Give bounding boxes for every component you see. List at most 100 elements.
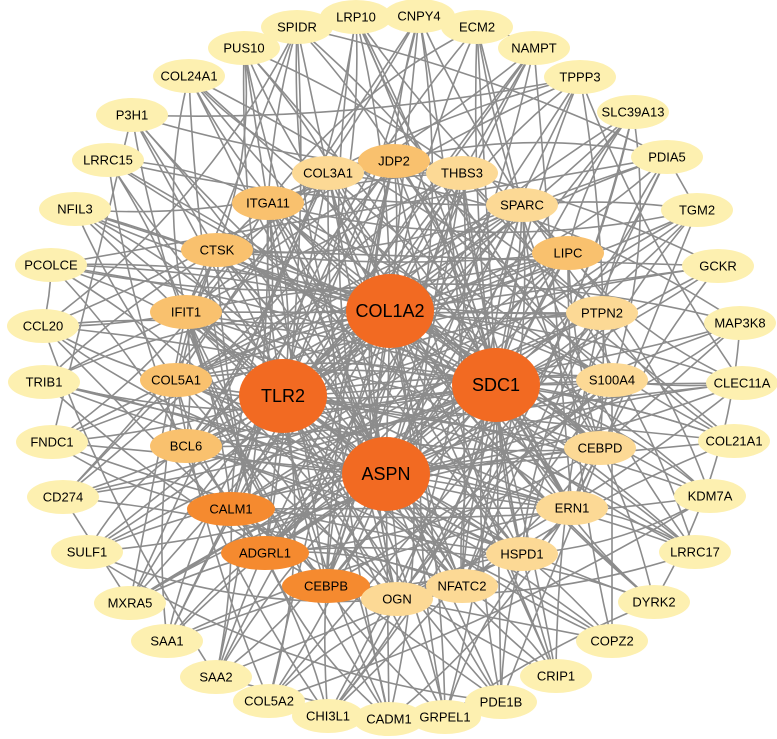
- edge: [393, 141, 668, 162]
- node-col1a2: COL1A2: [346, 274, 434, 348]
- edge: [418, 15, 603, 314]
- edge: [282, 111, 634, 397]
- node-ecm2: ECM2: [441, 10, 513, 44]
- node-tppp3: TPPP3: [544, 60, 616, 94]
- edge: [62, 384, 497, 498]
- node-ellipse: [674, 479, 746, 513]
- node-ellipse: [221, 536, 309, 570]
- edge: [43, 172, 463, 383]
- node-layer: COL1A2TLR2SDC1ASPNADGRL1CEBPBCALM1COL5A1…: [7, 0, 777, 736]
- node-label: THBS3: [441, 166, 483, 181]
- edge: [188, 75, 497, 386]
- edge: [296, 26, 497, 386]
- node-label: CD274: [43, 490, 83, 505]
- edge: [268, 160, 395, 702]
- node-spidr: SPIDR: [261, 10, 333, 44]
- node-label: COL3A1: [303, 166, 353, 181]
- edge: [172, 75, 190, 313]
- node-ellipse: [498, 31, 570, 65]
- edge: [74, 208, 177, 381]
- edge: [579, 76, 605, 449]
- node-label: PUS10: [223, 41, 264, 56]
- node-ellipse: [441, 10, 513, 44]
- node-trib1: TRIB1: [8, 365, 80, 399]
- edge: [393, 160, 557, 677]
- node-label: NFIL3: [57, 202, 92, 217]
- edge: [327, 172, 523, 555]
- node-label: DYRK2: [632, 595, 675, 610]
- edge: [474, 26, 523, 555]
- node-jdp2: JDP2: [358, 144, 430, 178]
- node-label: CADM1: [366, 712, 412, 727]
- edge: [282, 47, 535, 397]
- node-ifit1: IFIT1: [150, 295, 222, 329]
- node-ellipse: [320, 0, 392, 34]
- node-pde1b: PDE1B: [465, 685, 537, 719]
- edge: [86, 551, 502, 703]
- node-chi3l1: CHI3L1: [292, 699, 364, 733]
- node-label: NFATC2: [438, 579, 487, 594]
- node-tgm2: TGM2: [661, 193, 733, 227]
- node-label: ITGA11: [246, 196, 290, 211]
- edge: [355, 16, 557, 677]
- node-adgrl1: ADGRL1: [221, 536, 309, 570]
- node-nfil3: NFIL3: [39, 192, 111, 226]
- edge: [43, 249, 218, 383]
- edge: [327, 172, 390, 720]
- node-ellipse: [698, 424, 770, 458]
- node-label: COL5A1: [151, 373, 201, 388]
- node-ellipse: [51, 535, 123, 569]
- edge: [385, 209, 698, 475]
- edge: [42, 26, 298, 327]
- edge: [282, 209, 698, 397]
- node-label: SPARC: [500, 198, 544, 213]
- node-label: COL24A1: [160, 69, 217, 84]
- edge: [611, 111, 642, 381]
- node-col5a2: COL5A2: [233, 684, 305, 718]
- node-ellipse: [140, 363, 212, 397]
- node-label: CHI3L1: [306, 709, 350, 724]
- edge: [388, 447, 601, 720]
- node-ellipse: [233, 684, 305, 718]
- node-label: SLC39A13: [602, 105, 665, 120]
- node-ern1: ERN1: [536, 491, 608, 525]
- node-ellipse: [7, 309, 79, 343]
- node-grpel1: GRPEL1: [409, 700, 481, 734]
- edge: [282, 16, 358, 397]
- edge: [268, 312, 603, 702]
- node-label: CNPY4: [397, 9, 440, 24]
- node-label: GCKR: [699, 259, 737, 274]
- node-ptpn2: PTPN2: [566, 296, 638, 330]
- node-label: NAMPT: [511, 41, 557, 56]
- node-label: TPPP3: [559, 70, 600, 85]
- edge: [389, 310, 655, 603]
- node-hspd1: HSPD1: [486, 537, 558, 571]
- node-label: CRIP1: [537, 669, 575, 684]
- node-label: LRP10: [336, 10, 376, 25]
- node-label: ASPN: [361, 464, 410, 484]
- node-ellipse: [8, 365, 80, 399]
- edge: [131, 114, 327, 587]
- node-label: PDIA5: [648, 150, 686, 165]
- edge: [107, 159, 523, 206]
- node-label: GRPEL1: [419, 710, 470, 725]
- node-label: IFIT1: [171, 305, 201, 320]
- node-label: PCOLCE: [24, 258, 78, 273]
- edge: [267, 26, 478, 204]
- node-saa2: SAA2: [180, 660, 252, 694]
- node-label: CALM1: [209, 502, 252, 517]
- node-ellipse: [150, 295, 222, 329]
- node-ellipse: [631, 140, 703, 174]
- node-label: BCL6: [170, 439, 203, 454]
- node-ellipse: [342, 437, 430, 511]
- node-ellipse: [532, 236, 604, 270]
- node-ellipse: [292, 699, 364, 733]
- edge: [51, 204, 523, 443]
- node-ellipse: [576, 624, 648, 658]
- edge: [521, 312, 603, 555]
- edge: [327, 252, 569, 717]
- node-label: LRRC15: [83, 153, 133, 168]
- node-ellipse: [358, 144, 430, 178]
- node-ellipse: [39, 192, 111, 226]
- node-label: SAA2: [199, 670, 232, 685]
